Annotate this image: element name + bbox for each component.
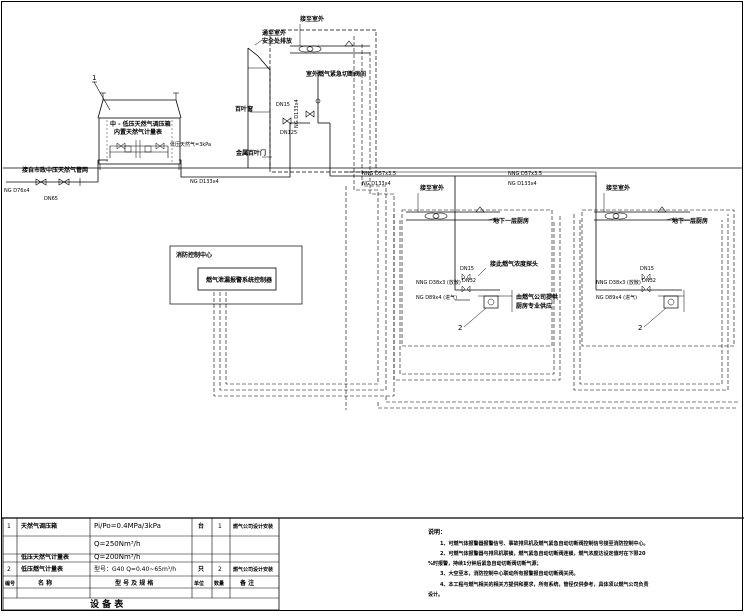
r2-ng89: NG D89x4 (进气): [596, 294, 637, 301]
r1-exit: 接至室外: [419, 184, 444, 192]
station-sub: 内置天然气计量表: [114, 128, 163, 136]
r1-ng89: NG D89x4 (进气): [416, 294, 457, 301]
row1-unit: 台: [198, 522, 204, 530]
r2-dn32: DN32: [642, 278, 656, 284]
ng57-left: NNG D57x3.5: [362, 171, 396, 177]
row1b-spec: Q=250Nm³/h: [94, 540, 140, 548]
equipment-table: 1 天然气调压箱 Pi/Po=0.4MPa/3kPa 台 1 燃气公司设计安装 …: [2, 517, 280, 611]
ng133-vertical: NG D133x4: [294, 99, 300, 128]
row1-note: 燃气公司设计安装: [233, 523, 273, 530]
row2-name: 低压燃气计量表: [20, 565, 64, 573]
building-section: 通至室外 安全处排放 百叶窗 金属百叶门 DN15 DN125 NG D133x…: [235, 29, 331, 176]
kitchen-room-2: 接至室外 地下一层厨房 DN15 DN32 NNG D38x3 (放散) NG …: [581, 184, 735, 347]
dn65-label: DN65: [44, 196, 58, 202]
row1-name: 天然气调压箱: [21, 522, 57, 530]
city-gas-label: 接自市政中压天然气管网: [21, 166, 88, 174]
table-title: 设 备 表: [90, 598, 124, 610]
ng57-right: NNG D57x3.5: [508, 171, 542, 177]
note-line-5: 4、本工程与燃气相关的相关方提供和要求，所有系统，管径仅供参考，具体须以燃气公司…: [440, 581, 648, 588]
r1-dn32: DN32: [462, 278, 476, 284]
callout-1: 1: [92, 74, 96, 82]
kitchen-room-1: 接至室外 地下一层厨房 DN15 DN32 NNG D38x3 (放散) NG …: [401, 184, 558, 347]
hdr-name: 名 称: [38, 579, 52, 587]
hdr-unit: 单位: [194, 580, 204, 587]
row1-qty: 1: [218, 523, 222, 530]
main-feed-pipe: [179, 122, 310, 178]
hdr-note: 备 注: [239, 579, 254, 587]
row2-note: 燃气公司设计安装: [233, 566, 273, 573]
controller-label: 燃气泄漏报警系统控制器: [206, 276, 273, 284]
fire-control-center: 消防控制中心 燃气泄漏报警系统控制器: [169, 245, 303, 305]
roof-safety-2: 安全处排放: [262, 37, 293, 45]
roof-safety-1: 通至室外: [262, 29, 286, 37]
dn15-top: DN15: [276, 102, 290, 108]
hdr-qty: 数量: [214, 580, 224, 587]
note-line-3: %时报警，持续1分钟后紧急自动切断阀切断气源；: [428, 560, 542, 567]
row2-unit: 只: [198, 566, 204, 573]
row2-qty: 2: [218, 566, 222, 573]
ng133-right: NG D133x4: [508, 181, 537, 187]
signal-wiring: [213, 36, 740, 409]
row1-spec: Pi/Po=0.4MPa/3kPa: [94, 522, 161, 530]
city-gas-inlet: 接自市政中压天然气管网 NG D76x4 DN65: [4, 159, 108, 202]
station-title: 中 - 低压天然气调压箱: [110, 120, 171, 128]
regulator-station: 1 中 - 低压天然气调压箱 内置天然气计量表 低压天然气=3kPa: [92, 74, 211, 170]
r1-kitchen: 地下一层厨房: [493, 217, 529, 225]
r1-meter-b: 厨房专业供应: [516, 302, 552, 310]
note-line-6: 设计。: [428, 591, 443, 598]
note-line-2: 2、可燃气体报警器与排风机联锁，燃气紧急自动切断阀连锁，燃气浓度达设定值时在下限…: [440, 550, 646, 557]
notes-heading: 说明：: [428, 528, 446, 536]
r2-exit: 接至室外: [605, 184, 630, 192]
note-line-1: 1、可燃气体报警器报警信号、事故排风机及燃气紧急自动切断阀控制信号接至消防控制中…: [440, 540, 648, 547]
callout-2b: 2: [638, 324, 642, 332]
row1c-spec: Q=200Nm³/h: [94, 553, 140, 561]
row2-num: 2: [7, 566, 11, 573]
hdr-spec: 型 号 及 规 格: [115, 579, 154, 587]
r1-dn15: DN15: [460, 266, 474, 272]
r2-ng38: NNG D38x3 (放散): [596, 279, 641, 286]
ng133-main: NG D133x4: [190, 179, 219, 185]
r2-kitchen: 地下一层厨房: [672, 217, 708, 225]
distribution-pipes: NNG D57x3.5 NG D133x4 NNG D57x3.5 NG D13…: [330, 171, 597, 410]
ng133-left: NG D133x4: [362, 181, 391, 187]
dn125-label: DN125: [280, 130, 297, 136]
note-line-4: 3、大空至本，消防控制中心联动所有报警报自动切断阀关闭。: [440, 570, 578, 577]
ng76-label: NG D76x4: [4, 188, 30, 194]
hdr-num: 编号: [5, 580, 15, 587]
r1-probe: 接此燃气浓度探头: [489, 260, 538, 268]
notes-block: 说明： 1、可燃气体报警器报警信号、事故排风机及燃气紧急自动切断阀控制信号接至消…: [428, 528, 648, 598]
emerg-valve-label: 室外燃气紧急切断阀间: [306, 70, 366, 78]
emergency-valve-room: 接至室外 室外燃气紧急切断阀间: [269, 15, 377, 173]
pressure-tag: 低压天然气=3kPa: [170, 141, 211, 148]
roof-exit-label: 接至室外: [299, 15, 324, 23]
r1-ng38: NNG D38x3 (放散): [416, 279, 461, 286]
callout-2a: 2: [458, 324, 462, 332]
r1-meter-a: 由燃气公司提供: [516, 293, 558, 301]
row1c-name: 低压天然气计量表: [20, 553, 70, 561]
fire-center-label: 消防控制中心: [176, 251, 212, 259]
row2-spec: 型号：G40 Q=0.40~65m³/h: [94, 565, 176, 573]
r2-dn15: DN15: [640, 266, 654, 272]
louver-label: 百叶窗: [235, 105, 253, 113]
row1-num: 1: [7, 523, 11, 530]
metal-door-label: 金属百叶门: [235, 149, 266, 157]
